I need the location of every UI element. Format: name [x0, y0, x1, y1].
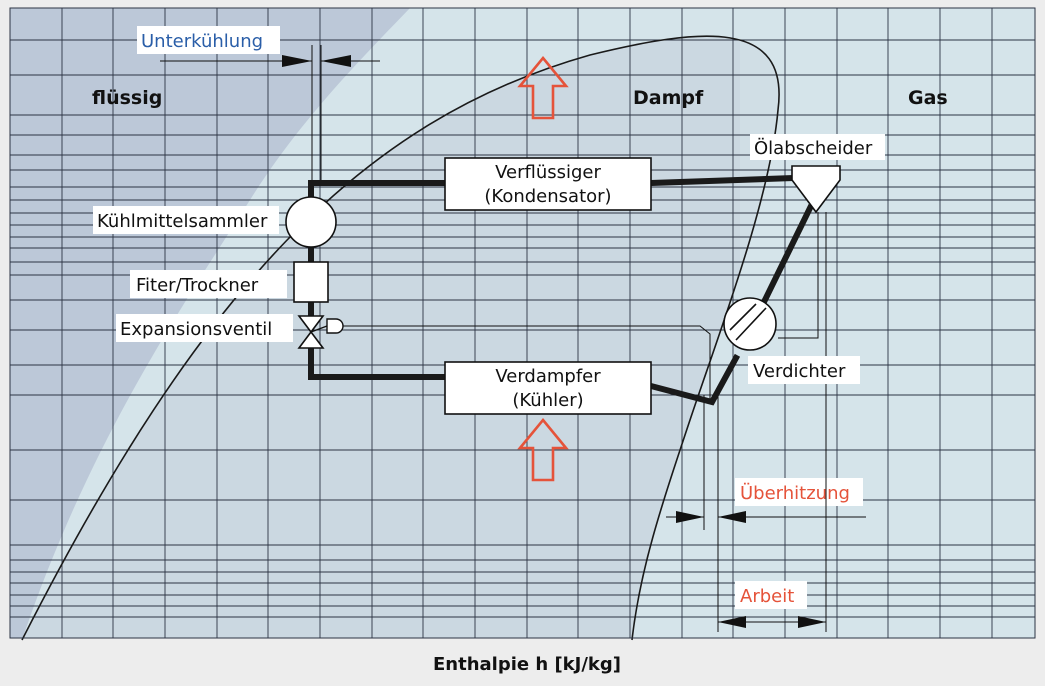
evaporator-label-1: Verdampfer: [495, 366, 601, 387]
sensing-line: [336, 325, 711, 400]
heat-absorption-arrow: [517, 417, 569, 482]
subcooling-dimension: Unterkühlung: [137, 26, 380, 185]
filter-dryer-label: Fiter/Trockner: [136, 275, 259, 296]
compressor-label: Verdichter: [753, 361, 846, 382]
phase-regions: [10, 8, 1035, 638]
saturation-curve: [21, 35, 780, 641]
receiver-label: Kühlmittelsammler: [97, 211, 268, 232]
gas-region-edge: [740, 8, 1035, 638]
region-gas-label: Gas: [908, 87, 948, 109]
subcooling-label: Unterkühlung: [141, 31, 263, 52]
condenser-label-2: (Kondensator): [484, 186, 611, 207]
compressor: [723, 297, 777, 351]
superheating-label: Überhitzung: [740, 482, 850, 504]
plot-frame: [9, 7, 1036, 639]
liquid-region: [10, 8, 410, 638]
condenser-label-1: Verflüssiger: [495, 162, 601, 183]
pipe-compressor-to-separator: [758, 203, 815, 309]
region-liquid-label: flüssig: [92, 87, 162, 109]
pipe-condenser-to-separator: [647, 174, 798, 187]
evaporator-label-2: (Kühler): [512, 390, 583, 411]
pipe-evaporator-to-compressor: [647, 353, 741, 406]
receiver-vessel: [285, 196, 337, 248]
expansion-valve-label: Expansionsventil: [120, 319, 272, 340]
oil-separator: [791, 165, 841, 214]
x-axis-label: Enthalpie h [kJ/kg]: [433, 654, 621, 675]
filter-dryer: [293, 261, 329, 303]
oil-return-line: [778, 212, 819, 339]
pipe-valve-to-evaporator: [308, 342, 448, 380]
heat-rejection-arrow: [517, 55, 569, 120]
region-vapor-label: Dampf: [633, 87, 704, 109]
work-label: Arbeit: [740, 586, 794, 607]
superheating-dimension: Überhitzung: [666, 395, 866, 530]
condenser-box: [444, 157, 652, 211]
work-dimension: Arbeit: [717, 340, 827, 632]
expansion-valve: [297, 315, 344, 349]
evaporator-box: [444, 361, 652, 415]
oil-separator-label: Ölabscheider: [754, 137, 873, 159]
